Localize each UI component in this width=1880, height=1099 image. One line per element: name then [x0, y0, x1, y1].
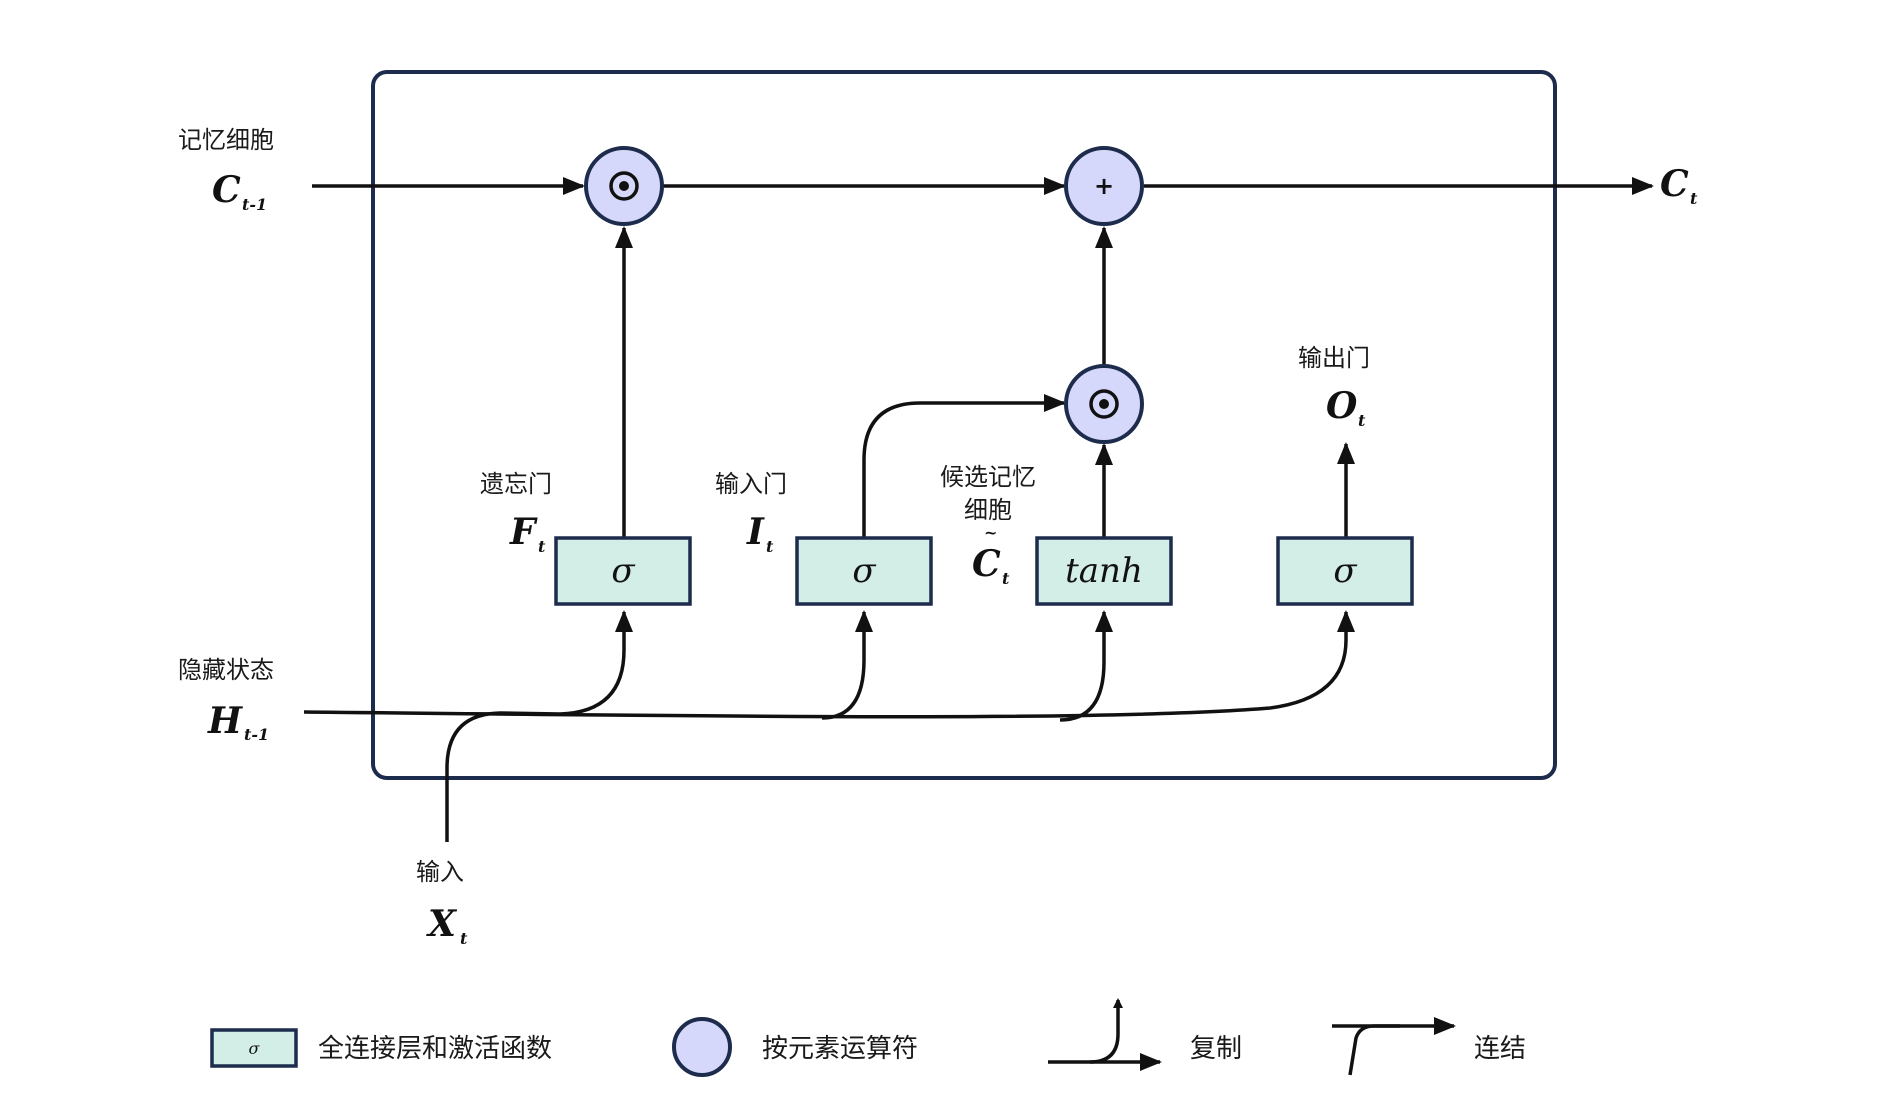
hidden-prev-symbol: H — [207, 700, 243, 742]
gate-output-box: σ — [1276, 536, 1414, 606]
gate-input-box: σ — [795, 536, 933, 606]
gate-candidate-label-line1: 候选记忆 — [940, 463, 1036, 491]
gate-candidate-symbol: C — [972, 543, 1001, 585]
cell-prev-label: 记忆细胞 — [178, 126, 274, 154]
plus-sign: + — [1094, 172, 1114, 200]
gate-candidate-box: tanh — [1035, 536, 1173, 606]
legend: σ 全连接层和激活函数 按元素运算符 复制 连结 — [210, 998, 1526, 1077]
operator-hadamard-forget — [584, 146, 664, 226]
gate-output-label: 输出门 — [1298, 344, 1370, 372]
legend-fc: σ 全连接层和激活函数 — [210, 1028, 552, 1068]
gate-input-fn: σ — [852, 551, 876, 591]
legend-op-label: 按元素运算符 — [762, 1034, 918, 1064]
operator-plus: + — [1064, 146, 1144, 226]
legend-op: 按元素运算符 — [672, 1017, 918, 1077]
gate-candidate-tilde: ~ — [984, 523, 997, 542]
connections — [303, 177, 1654, 842]
legend-concat-label: 连结 — [1474, 1034, 1526, 1064]
hidden-prev-subscript: t-1 — [244, 725, 269, 744]
gate-candidate-fn: tanh — [1065, 551, 1143, 591]
gate-output-symbol: O — [1326, 385, 1358, 427]
cell-prev-symbol: C — [212, 169, 241, 211]
cell-prev-subscript: t-1 — [242, 195, 267, 214]
gate-input-symbol: I — [746, 511, 765, 553]
hidden-prev-label: 隐藏状态 — [178, 656, 274, 684]
gate-input-subscript: t — [766, 537, 774, 556]
input-x-subscript: t — [460, 929, 468, 948]
gate-output-fn: σ — [1333, 551, 1357, 591]
gate-forget-subscript: t — [538, 537, 546, 556]
cell-next-subscript: t — [1690, 189, 1698, 208]
legend-copy-label: 复制 — [1190, 1034, 1242, 1064]
gate-forget-symbol: F — [509, 511, 538, 553]
cell-frame — [371, 70, 1557, 780]
legend-fc-label: 全连接层和激活函数 — [318, 1034, 552, 1064]
operator-hadamard-input — [1064, 364, 1144, 444]
input-x-label: 输入 — [416, 858, 464, 886]
legend-concat: 连结 — [1332, 1017, 1526, 1076]
gate-output-subscript: t — [1358, 411, 1366, 430]
legend-copy: 复制 — [1048, 998, 1242, 1071]
legend-fc-symbol: σ — [249, 1039, 261, 1058]
gate-candidate-label-line2: 细胞 — [964, 496, 1012, 524]
gate-candidate-subscript: t — [1002, 569, 1010, 588]
gate-input-label: 输入门 — [715, 470, 787, 498]
cell-next-symbol: C — [1660, 163, 1689, 205]
gate-forget-box: σ — [554, 536, 692, 606]
input-x-symbol: X — [426, 903, 458, 945]
gate-forget-fn: σ — [611, 551, 635, 591]
gate-forget-label: 遗忘门 — [480, 470, 552, 498]
